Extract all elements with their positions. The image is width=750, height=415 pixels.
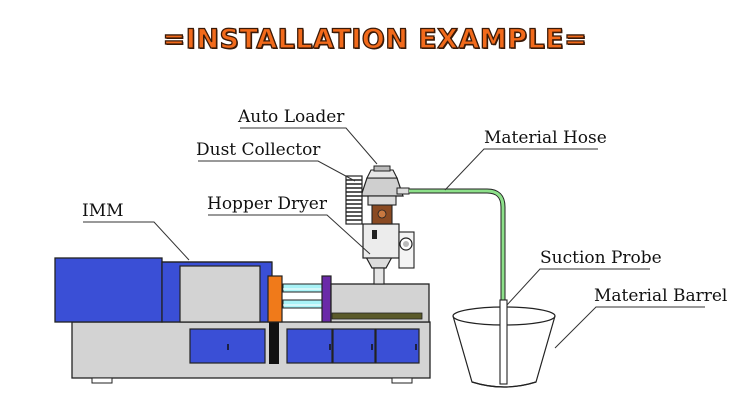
material-hose <box>409 188 506 302</box>
moving-platen <box>267 275 283 323</box>
imm-window <box>179 265 261 323</box>
labels: Auto Loader Dust Collector Hopper Dryer … <box>82 107 727 306</box>
label-hopper-dryer: Hopper Dryer <box>207 194 328 214</box>
leader-imm <box>83 221 190 261</box>
dryer-loader-stack <box>345 165 415 285</box>
imm-cabinet-door <box>332 328 376 364</box>
label-dust-collector: Dust Collector <box>196 140 321 160</box>
leader-suction-probe <box>506 268 650 306</box>
suction-probe <box>499 299 508 385</box>
leader-lines <box>83 127 705 349</box>
label-material-barrel: Material Barrel <box>594 286 727 306</box>
leader-material-hose <box>444 148 598 191</box>
leader-dust-collector <box>198 160 356 182</box>
imm-cabinet-door <box>375 328 420 364</box>
leader-material-barrel <box>554 306 705 349</box>
fixed-platen <box>321 275 332 323</box>
leader-hopper-dryer <box>208 214 371 255</box>
injection-rail <box>331 312 423 320</box>
label-material-hose: Material Hose <box>484 128 607 148</box>
material-barrel <box>452 299 556 388</box>
injection-molding-machine <box>54 257 431 384</box>
label-auto-loader: Auto Loader <box>237 107 345 127</box>
imm-cabinet-door <box>286 328 333 364</box>
page-title: =INSTALLATION EXAMPLE= <box>162 23 588 55</box>
auto-loader-body <box>367 195 397 206</box>
imm-divider <box>269 322 279 364</box>
leader-auto-loader <box>240 127 378 165</box>
imm-clamp-unit <box>54 257 163 323</box>
label-imm: IMM <box>82 201 124 221</box>
label-suction-probe: Suction Probe <box>540 248 662 268</box>
